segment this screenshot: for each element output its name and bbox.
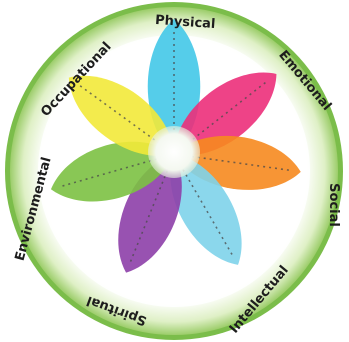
center-hub xyxy=(148,126,200,178)
label-social: Social xyxy=(326,183,341,227)
